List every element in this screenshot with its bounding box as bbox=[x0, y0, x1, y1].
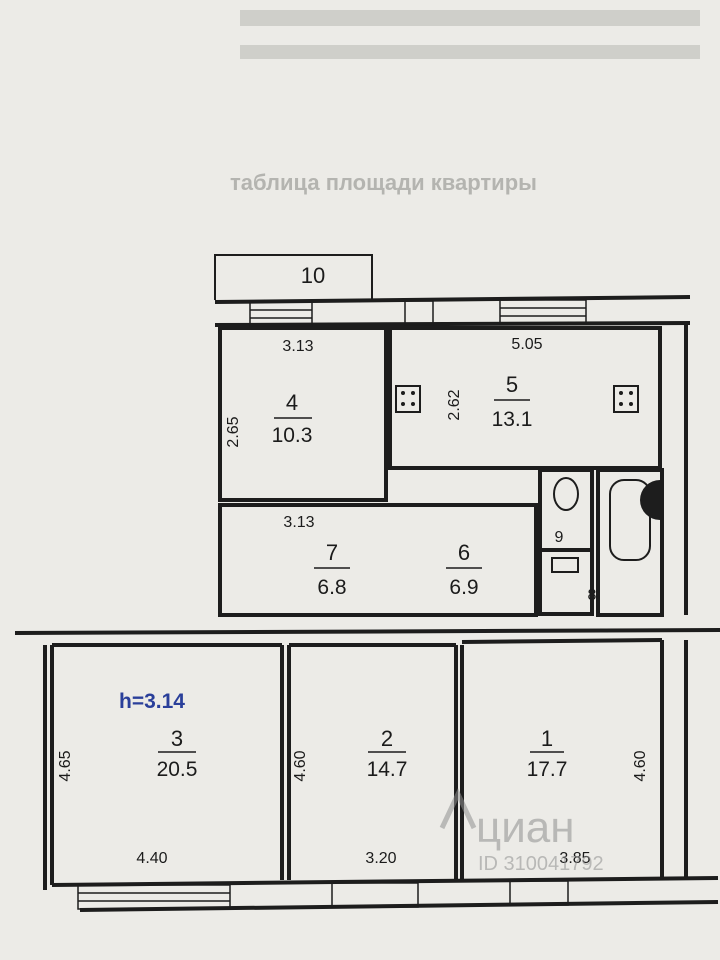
room-2-area: 14.7 bbox=[367, 758, 408, 781]
watermark-brand: циан bbox=[476, 803, 575, 852]
room-5-area: 13.1 bbox=[492, 408, 533, 431]
room-labels: 1 17.7 2 14.7 3 20.5 4 10.3 5 13.1 6 6.9… bbox=[157, 263, 597, 781]
room-4-area: 10.3 bbox=[272, 424, 313, 447]
walls bbox=[14, 254, 720, 912]
faded-text-line bbox=[240, 45, 700, 59]
ceiling-height-label: h=3.14 bbox=[119, 690, 185, 713]
dim-room1-right: 4.60 bbox=[632, 750, 649, 781]
sink-icon bbox=[551, 557, 579, 573]
faded-heading: таблица площади квартиры bbox=[230, 170, 537, 195]
dim-room4-left: 2.65 bbox=[225, 416, 242, 447]
dim-room3-left: 4.65 bbox=[57, 750, 74, 781]
dim-room2-bottom: 3.20 bbox=[365, 850, 396, 867]
room-6-area: 6.9 bbox=[449, 576, 478, 599]
stove-icon bbox=[395, 385, 639, 413]
room-5-number: 5 bbox=[506, 372, 518, 397]
toilet-icon bbox=[553, 477, 579, 511]
dim-room3-bottom: 4.40 bbox=[136, 850, 167, 867]
room-7-area: 6.8 bbox=[317, 576, 346, 599]
windows bbox=[77, 299, 587, 910]
bathtub-icon bbox=[609, 479, 651, 561]
room-7-number: 7 bbox=[326, 540, 338, 565]
dim-room4-top: 3.13 bbox=[282, 338, 313, 355]
burner-dots bbox=[401, 391, 633, 406]
room-3-number: 3 bbox=[171, 726, 183, 751]
watermark-logo-icon bbox=[439, 788, 477, 830]
room-3-area: 20.5 bbox=[157, 758, 198, 781]
dim-room5-top: 5.05 bbox=[511, 336, 542, 353]
dim-room7-top: 3.13 bbox=[283, 514, 314, 531]
watermark-id: ID 310041792 bbox=[478, 853, 604, 875]
room-6-number: 6 bbox=[458, 540, 470, 565]
faded-text-line bbox=[240, 10, 700, 26]
room-8-number: 8 bbox=[588, 587, 597, 604]
room-1-number: 1 bbox=[541, 726, 553, 751]
room-10-number: 10 bbox=[301, 263, 325, 288]
room-2-number: 2 bbox=[381, 726, 393, 751]
dim-room5-left: 2.62 bbox=[446, 389, 463, 420]
watermark: циан ID 310041792 bbox=[439, 788, 604, 875]
room-4-number: 4 bbox=[286, 390, 298, 415]
room-1-area: 17.7 bbox=[527, 758, 568, 781]
dim-room2-left: 4.60 bbox=[292, 750, 309, 781]
room-9-number: 9 bbox=[555, 529, 564, 546]
door-swing-icon bbox=[640, 480, 660, 520]
dimension-labels: 3.13 2.65 5.05 2.62 3.13 4.65 4.40 4.60 … bbox=[57, 336, 649, 867]
dim-room1-bottom: 3.85 bbox=[559, 850, 590, 867]
